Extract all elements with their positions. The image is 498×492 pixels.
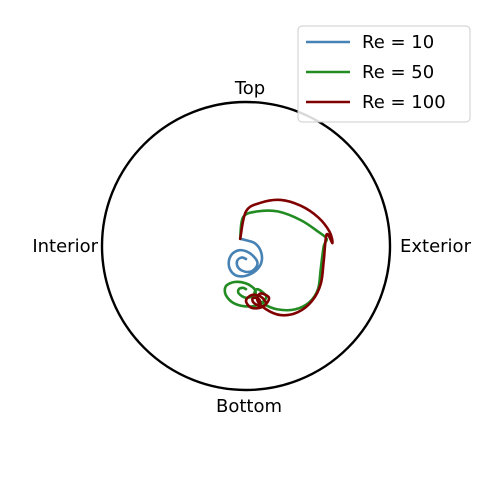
label-interior: Interior — [32, 236, 98, 257]
label-exterior: Exterior — [400, 236, 472, 257]
series-line-3 — [238, 198, 334, 317]
boundary-circle — [100, 100, 392, 392]
legend-label-re10: Re = 10 — [362, 32, 434, 53]
series-line-1 — [227, 237, 264, 278]
label-bottom: Bottom — [216, 396, 282, 417]
legend-label-re50: Re = 50 — [362, 62, 434, 83]
legend: Re = 10 Re = 50 Re = 100 — [297, 25, 471, 123]
legend-box — [297, 25, 471, 123]
series-line-2 — [223, 209, 329, 312]
legend-label-re100: Re = 100 — [362, 92, 446, 113]
series-layer — [223, 198, 334, 317]
label-top: Top — [234, 78, 265, 99]
